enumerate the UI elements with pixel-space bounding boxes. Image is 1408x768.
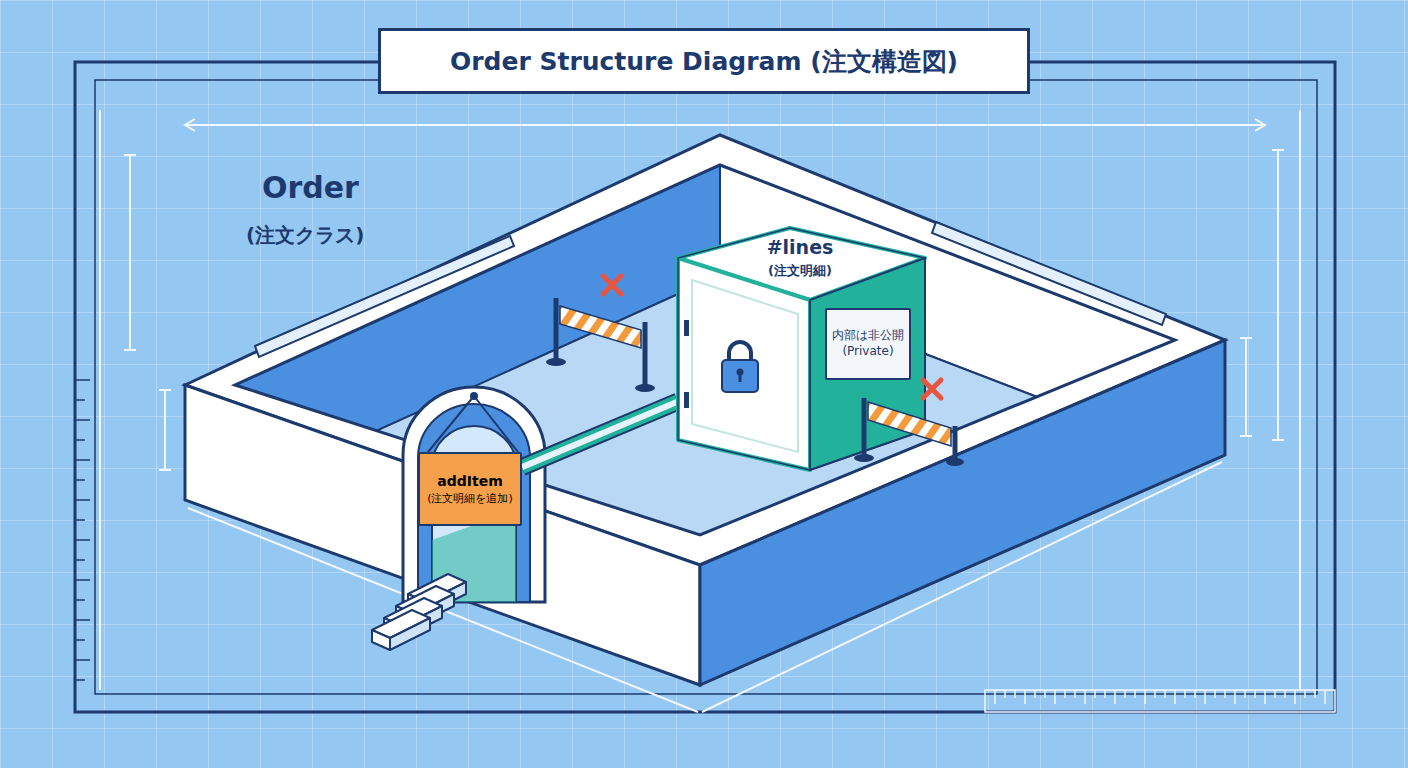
box-outline xyxy=(678,228,925,470)
diagram-title: Order Structure Diagram (注文構造図) xyxy=(378,28,1030,94)
dimension-ticks xyxy=(1240,338,1252,436)
channel-wall xyxy=(522,402,678,468)
dimension-line xyxy=(1245,338,1247,436)
frame-line xyxy=(99,110,101,690)
barrier-post xyxy=(862,398,867,458)
rim-bar xyxy=(255,236,514,357)
barrier-base xyxy=(854,454,874,462)
ruler-bottom xyxy=(985,690,1335,712)
dimension-arrows xyxy=(185,119,1265,131)
gate-arch-band xyxy=(418,404,530,602)
private-field-box: #lines (注文明細) 内部は非公開 (Private) xyxy=(678,226,928,472)
sign-hook xyxy=(470,392,478,400)
private-sign: 内部は非公開 (Private) xyxy=(825,308,911,380)
denied-mark xyxy=(923,380,941,398)
box-front xyxy=(678,258,810,470)
outer-wall-left xyxy=(185,385,700,685)
box-side xyxy=(810,258,925,470)
lock-keyhole xyxy=(739,372,742,382)
frame-inner xyxy=(95,80,1317,694)
barrier xyxy=(546,298,655,392)
door-hinge xyxy=(684,392,689,408)
dimension-ticks xyxy=(124,155,136,350)
dimension-ticks xyxy=(1272,150,1284,440)
gate-arch xyxy=(403,387,545,602)
barrier xyxy=(854,398,964,466)
lock-body xyxy=(722,360,758,392)
method-gate-sign: addItem (注文明細を追加) xyxy=(418,452,522,526)
frame-outer xyxy=(75,62,1335,712)
dimension-line xyxy=(185,124,1265,126)
barrier-post xyxy=(643,322,648,388)
sign-strings xyxy=(428,396,518,452)
blueprint-frame xyxy=(75,62,1335,712)
barrier-tape xyxy=(560,306,641,348)
dimension-line xyxy=(129,155,131,350)
field-subtitle: (注文明細) xyxy=(730,262,870,280)
barrier-tape xyxy=(868,402,951,446)
gate-stairs xyxy=(372,574,466,650)
ruler-body xyxy=(985,690,1335,712)
class-enclosure: Order (注文クラス) #lines (注文明細) 内部は非公開 (Private… xyxy=(150,120,1250,730)
ruler-ticks xyxy=(995,690,1325,704)
dimension-lines xyxy=(100,110,1300,712)
field-name: #lines xyxy=(730,236,870,258)
box-door xyxy=(692,280,798,452)
dimension-line xyxy=(1277,150,1279,440)
method-subtitle: (注文明細を追加) xyxy=(427,491,513,506)
channel-edge xyxy=(522,402,678,468)
channel-connector xyxy=(522,402,678,468)
ruler-ticks xyxy=(75,380,90,680)
stair-side xyxy=(390,618,430,650)
dimension-line xyxy=(164,390,166,470)
barrier-post xyxy=(953,426,958,462)
class-subtitle: (注文クラス) xyxy=(246,222,364,249)
channel-floor xyxy=(522,402,678,468)
ruler-left xyxy=(75,380,90,680)
barrier-base xyxy=(946,458,964,466)
method-name: addItem xyxy=(437,473,502,489)
barrier-post xyxy=(554,298,559,362)
door-hinge xyxy=(684,320,689,336)
rim-bar xyxy=(932,222,1166,325)
stair-riser xyxy=(372,630,390,650)
denied-mark xyxy=(603,276,621,294)
frame-line xyxy=(1299,110,1301,690)
dimension-ticks xyxy=(159,390,171,470)
class-name: Order xyxy=(262,170,359,205)
